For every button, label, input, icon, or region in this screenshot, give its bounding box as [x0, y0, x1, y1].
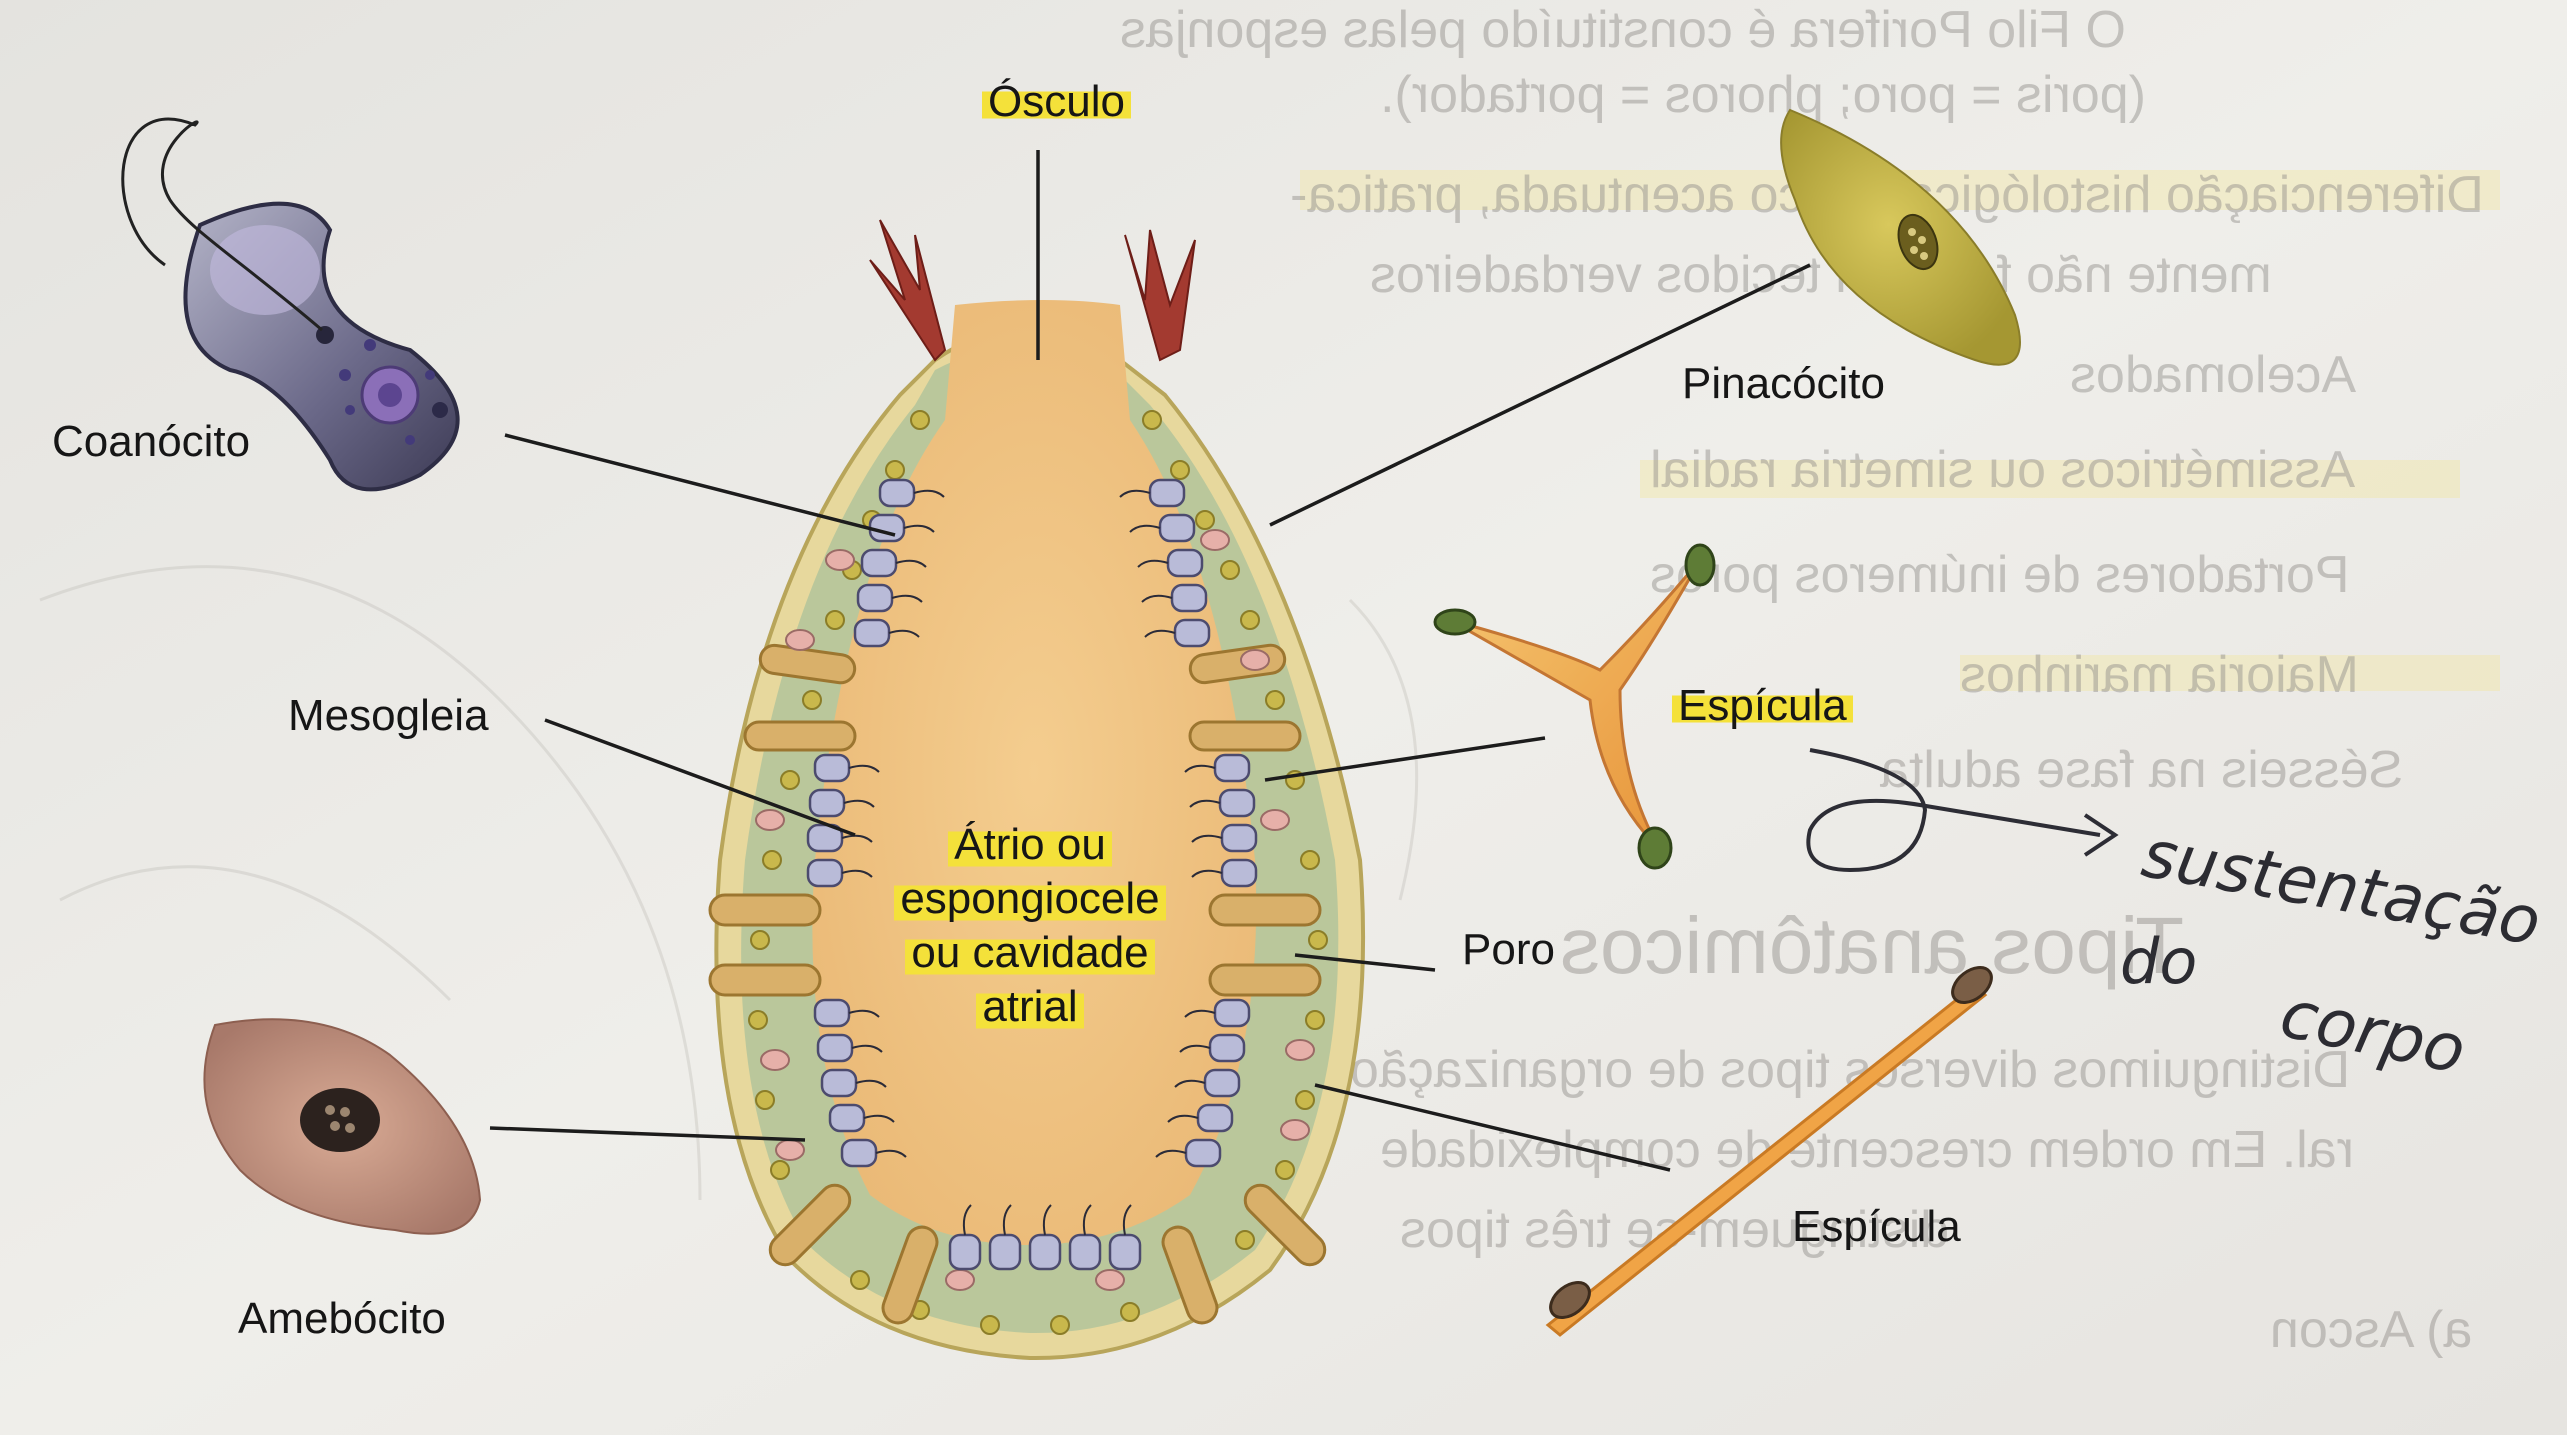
monaxon-spicule-illustration	[1545, 966, 1993, 1337]
pore-channels	[708, 643, 1327, 1325]
coanocito-label: Coanócito	[52, 417, 251, 466]
triradiate-spicule-illustration	[1433, 543, 1716, 870]
leader-lines	[489, 150, 1811, 1172]
handwritten-note-line2: do	[2120, 925, 2198, 998]
osculum-spicules	[869, 219, 1196, 362]
mesogleia-label: Mesogleia	[288, 691, 489, 740]
osculo-label: Ósculo	[982, 77, 1131, 126]
poro-label: Poro	[1462, 925, 1555, 974]
pinacocyte-border	[748, 410, 1328, 1335]
atrio-label: Átrio ou espongiocele ou cavidade atrial	[860, 818, 1200, 1034]
mesoglea-cells	[755, 529, 1315, 1291]
pinacocito-label: Pinacócito	[1682, 359, 1886, 408]
amebocyte-cell-illustration	[203, 1018, 482, 1235]
choanocyte-cell-illustration	[121, 117, 460, 492]
espicula-label-1: Espícula	[1672, 681, 1853, 730]
espicula-label-2: Espícula	[1792, 1202, 1961, 1251]
amebocito-label: Amebócito	[238, 1294, 446, 1343]
pinacocyte-cell-illustration	[1780, 108, 2021, 366]
handwritten-arrow	[1806, 748, 2119, 873]
choanocyte-flagella	[841, 489, 1223, 1236]
